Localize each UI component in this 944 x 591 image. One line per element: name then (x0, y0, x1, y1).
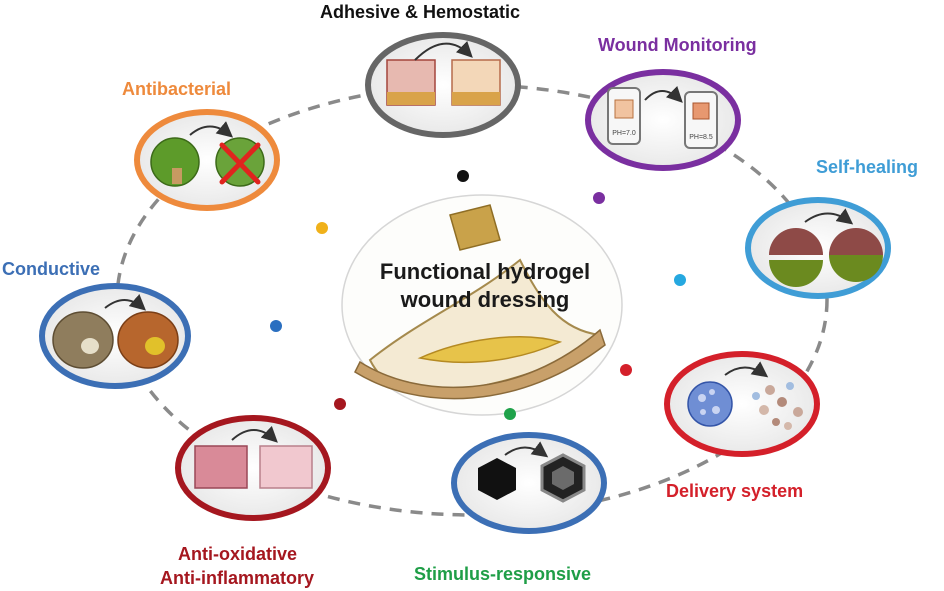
label-anti-inflammatory: Anti-inflammatory (160, 568, 315, 588)
center-title-line2: wound dressing (400, 286, 570, 312)
center-title: Functional hydrogel wound dressing (340, 258, 630, 313)
cross-icon (219, 142, 261, 185)
wound-monitoring-node: PH=7.0 PH=8.5 (585, 69, 741, 171)
anti-oxidative-node (175, 415, 331, 521)
antibacterial-node (134, 109, 280, 211)
label-antibacterial: Antibacterial (122, 79, 232, 99)
decorative-dot (593, 192, 605, 204)
decorative-dot (457, 170, 469, 182)
label-self-healing: Self-healing (816, 157, 919, 177)
decorative-dot (620, 364, 632, 376)
label-adhesive-hemostatic: Adhesive & Hemostatic (320, 2, 521, 22)
decorative-dot (504, 408, 516, 420)
decorative-dot (674, 274, 686, 286)
decorative-dot (270, 320, 282, 332)
stimulus-responsive-node (451, 432, 607, 534)
adhesive-node (365, 32, 521, 138)
svg-text:PH=8.5: PH=8.5 (689, 134, 713, 141)
particles-clustered-icon (687, 381, 733, 427)
cell-before-icon (52, 311, 114, 369)
dressing-illustration (354, 204, 606, 400)
self-healing-node (745, 197, 891, 299)
decorative-dot (334, 398, 346, 410)
bacteria-icon (150, 137, 200, 187)
hexagon-before-icon (478, 458, 516, 500)
center-title-line1: Functional hydrogel (379, 259, 591, 284)
delivery-system-node (664, 351, 820, 457)
label-wound-monitoring: Wound Monitoring (598, 35, 757, 55)
svg-text:PH=7.0: PH=7.0 (612, 130, 636, 137)
decorative-dots (270, 170, 686, 420)
tissue-inflamed-icon (194, 445, 248, 489)
label-conductive: Conductive (2, 259, 101, 279)
tissue-healthy-icon (259, 445, 313, 489)
label-delivery-system: Delivery system (666, 481, 804, 501)
particles-released-icon (752, 382, 803, 430)
label-anti-oxidative: Anti-oxidative (178, 544, 298, 564)
conductive-node (39, 283, 191, 389)
label-stimulus-responsive: Stimulus-responsive (414, 564, 592, 584)
decorative-dot (316, 222, 328, 234)
